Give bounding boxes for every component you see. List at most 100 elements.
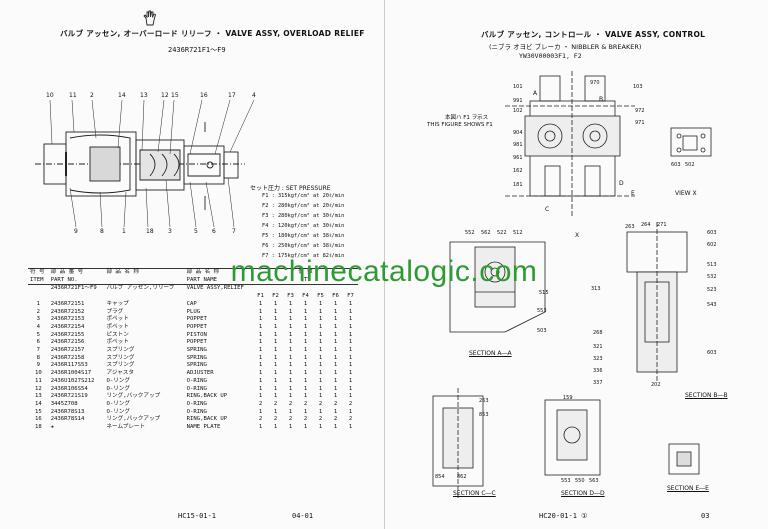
cell-qty: 1 <box>288 393 293 400</box>
cell-qty: 1 <box>288 424 293 431</box>
section-mark-a: A <box>533 90 538 97</box>
cell-item: 6 <box>36 339 41 346</box>
cell-qty: 1 <box>348 370 353 377</box>
cell-qty: 1 <box>288 316 293 323</box>
callout-12: 12 <box>161 92 169 99</box>
cell-qty: 1 <box>333 362 338 369</box>
cell-qty: 1 <box>348 323 353 330</box>
callout-961: 961 <box>513 155 523 161</box>
assy-part-number: 2436R721F1～F9 <box>168 46 226 54</box>
callout-16: 16 <box>200 92 208 99</box>
callout-15: 15 <box>171 92 179 99</box>
callout-181: 181 <box>513 182 523 188</box>
right-page: バルブ アッセン, コントロール ・ VALVE ASSY, CONTROL (… <box>384 0 768 529</box>
page-title: バルブ アッセン, オーバーロード リリーフ ・ VALVE ASSY, OVE… <box>60 29 365 38</box>
cell-qty: 1 <box>303 424 308 431</box>
cell-part-no: 2436R721S19 <box>50 393 88 400</box>
callout-603-bb-low: 603 <box>707 350 717 356</box>
cell-qty: 2 <box>318 400 323 407</box>
cell-part-no: 2436R72155 <box>50 331 85 338</box>
cell-item: 7 <box>36 347 41 354</box>
cell-qty: 1 <box>273 424 278 431</box>
cell-qty: 1 <box>258 362 263 369</box>
section-bb-drawing <box>626 222 688 382</box>
callout-562: 562 <box>481 230 491 236</box>
cell-qty: 2 <box>318 416 323 423</box>
view-mark-x: X <box>575 232 580 239</box>
cell-qty: 1 <box>258 377 263 384</box>
cell-qty: 1 <box>288 331 293 338</box>
cell-part-no: 2436U1027S212 <box>50 377 95 384</box>
cell-part-no: 3445Z708 <box>50 400 78 407</box>
relief-valve-drawing <box>35 99 255 228</box>
callout-972: 972 <box>635 108 645 114</box>
cell-qty: 2 <box>288 416 293 423</box>
cell-item: 18 <box>34 424 42 431</box>
callout-18: 18 <box>146 228 154 235</box>
cell-qty: 1 <box>318 408 323 415</box>
callout-991: 991 <box>513 98 523 104</box>
callout-2: 2 <box>90 92 94 99</box>
cell-qty: 1 <box>318 362 323 369</box>
callout-268: 268 <box>593 330 603 336</box>
cell-item: 3 <box>36 316 41 323</box>
hand-icon <box>143 10 157 26</box>
cell-part-no: 2436R106S54 <box>50 385 88 392</box>
callout-162: 162 <box>513 168 523 174</box>
cell-qty: 1 <box>288 339 293 346</box>
cell-qty: 1 <box>348 408 353 415</box>
pressure-f4: F4 : 120kgf/cm² at 30ℓ/min <box>262 223 345 229</box>
cell-part-no: 2436R72154 <box>50 323 85 330</box>
pressure-f5: F5 : 180kgf/cm² at 38ℓ/min <box>262 233 345 239</box>
cell-qty: 1 <box>333 370 338 377</box>
cell-qty: 1 <box>288 377 293 384</box>
callout-8: 8 <box>100 228 104 235</box>
cell-qty: 1 <box>318 331 323 338</box>
callout-523: 523 <box>707 287 717 293</box>
cell-item: 10 <box>34 370 42 377</box>
cell-qty: 1 <box>333 347 338 354</box>
cell-qty: 1 <box>318 385 323 392</box>
cell-qty: 1 <box>273 323 278 330</box>
callout-263-cc: 263 <box>479 398 489 404</box>
callout-981: 981 <box>513 142 523 148</box>
header-item-jp: 符 号 <box>28 267 49 277</box>
table-header-jp: 符 号 部 品 番 号 部 品 名 称 部 品 名 称 個 数 <box>28 267 358 277</box>
callout-532: 532 <box>707 274 717 280</box>
assy-row: 2436R721F1～F9 バルブ アッセン,リリーフ VALVE ASSY,R… <box>28 285 358 293</box>
section-aa-drawing <box>449 241 546 333</box>
cell-qty: 1 <box>273 362 278 369</box>
cell-qty: 2 <box>303 400 308 407</box>
callout-563: 563 <box>589 478 599 484</box>
cell-qty: 1 <box>333 354 338 361</box>
cell-qty: 1 <box>333 331 338 338</box>
cell-qty: 1 <box>303 370 308 377</box>
cell-qty: 1 <box>348 393 353 400</box>
section-cc-drawing <box>432 388 484 498</box>
cell-part-no: 2436R78S14 <box>50 416 85 423</box>
callout-603-bb: 603 <box>707 230 717 236</box>
cell-name-en: RING,BACK UP <box>186 393 228 400</box>
callout-101: 101 <box>513 84 523 90</box>
cell-qty: 1 <box>303 300 308 307</box>
cell-item: 12 <box>34 385 42 392</box>
cell-qty: 1 <box>258 300 263 307</box>
section-bb-label: SECTION B―B <box>685 392 728 399</box>
cell-qty: 1 <box>258 339 263 346</box>
cell-item: 8 <box>36 354 41 361</box>
qty-col-f4: F4 <box>302 293 309 300</box>
cell-name-en: O-RING <box>186 377 207 384</box>
cell-qty: 2 <box>258 416 263 423</box>
cell-item: 5 <box>36 331 41 338</box>
cell-qty: 1 <box>288 362 293 369</box>
cell-qty: 1 <box>348 316 353 323</box>
callout-862: 862 <box>457 474 467 480</box>
callout-4: 4 <box>252 92 256 99</box>
qty-col-f1: F1 <box>257 293 264 300</box>
assy-name-en: VALVE ASSY,RELIEF <box>186 285 244 292</box>
callout-10: 10 <box>46 92 54 99</box>
pressure-f1: F1 : 315kgf/cm² at 20ℓ/min <box>262 193 345 199</box>
cell-name-en: PLUG <box>186 308 201 315</box>
cell-qty: 1 <box>318 316 323 323</box>
